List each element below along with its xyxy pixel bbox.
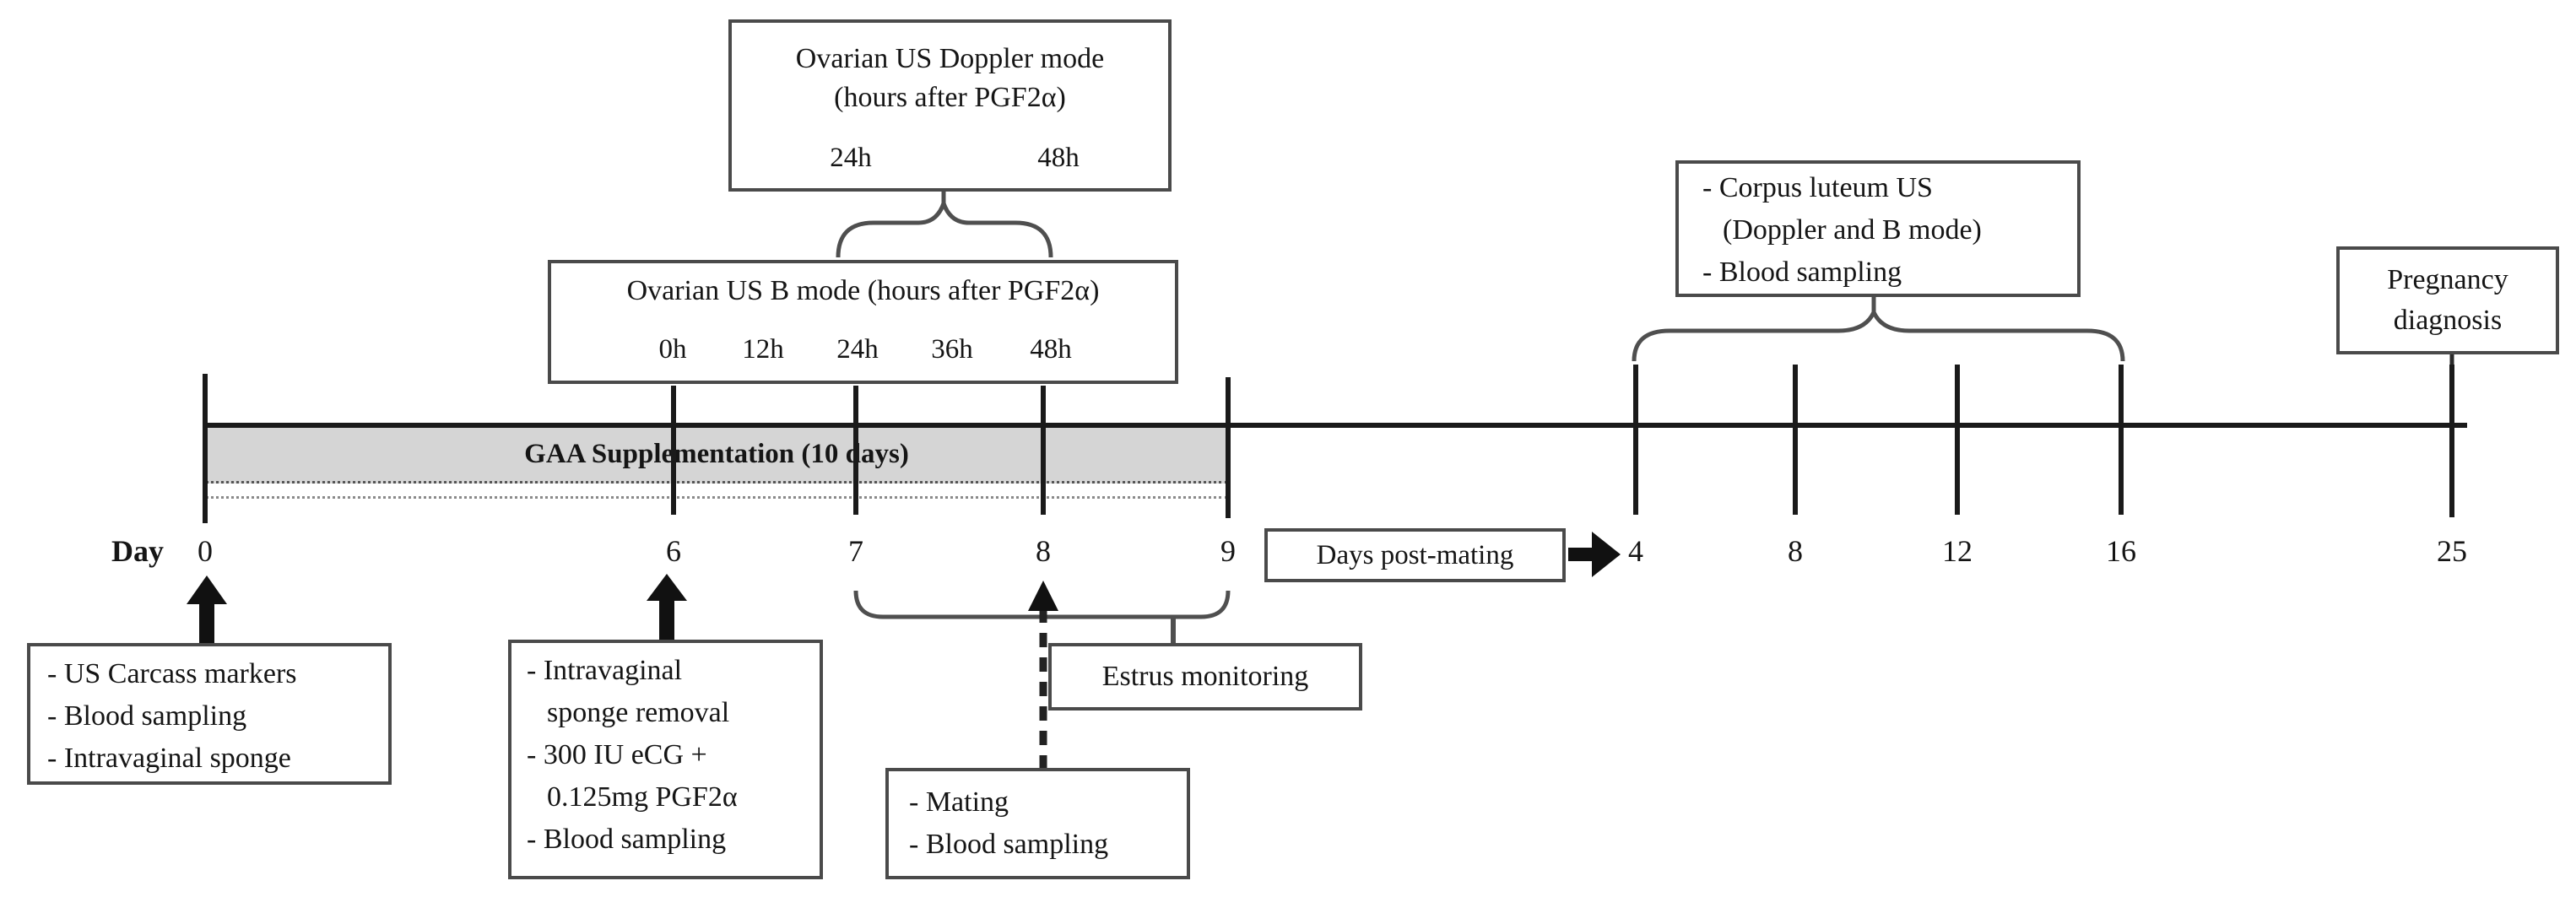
gaa-bar-dotted-shadow [205, 496, 1228, 499]
corpus-range-brace-icon [1632, 306, 2125, 362]
gaa-supplementation-bar: GAA Supplementation (10 days) [205, 428, 1228, 484]
tick-day-6 [671, 386, 676, 515]
bmode-hour-48h: 48h [1030, 334, 1072, 365]
day0-arrow-shaft [199, 601, 214, 643]
pregnancy-box-line: diagnosis [2393, 305, 2503, 336]
corpus-box-line: - Corpus luteum US [1702, 172, 1933, 203]
doppler-mode-box: Ovarian US Doppler mode (hours after PGF… [728, 19, 1172, 192]
doppler-box-title-line2: (hours after PGF2α) [834, 82, 1066, 113]
day6-annotation-box: - Intravaginal sponge removal - 300 IU e… [508, 640, 823, 879]
bmode-box-title: Ovarian US B mode (hours after PGF2α) [626, 275, 1100, 306]
bmode-hour-12h: 12h [742, 334, 784, 365]
day0-box-line: - Blood sampling [47, 700, 247, 732]
day6-box-line: - Blood sampling [527, 824, 727, 855]
day-label-6: 6 [666, 534, 681, 568]
day6-box-line: - Intravaginal [527, 655, 683, 686]
day-label-7: 7 [848, 534, 863, 568]
doppler-hour-24h: 24h [830, 143, 872, 173]
doppler-hours-brace-icon [836, 197, 1053, 258]
corpus-box-line: (Doppler and B mode) [1723, 214, 1982, 246]
bmode-hour-36h: 36h [931, 334, 973, 365]
days-post-mating-label: Days post-mating [1316, 539, 1514, 570]
tick-day-0 [203, 374, 208, 523]
pregnancy-diagnosis-box: Pregnancy diagnosis [2336, 246, 2559, 354]
bmode-box: Ovarian US B mode (hours after PGF2α) 0h… [548, 260, 1178, 384]
mating-up-arrow-icon [1028, 581, 1058, 611]
timeline-axis [205, 423, 2467, 428]
mating-annotation-box: - Mating - Blood sampling [885, 768, 1190, 879]
corpus-box-line: - Blood sampling [1702, 257, 1902, 288]
post-day-label-12: 12 [1942, 534, 1973, 568]
day-label-8: 8 [1036, 534, 1051, 568]
day-axis-word: Day [111, 534, 164, 568]
doppler-hour-48h: 48h [1037, 143, 1080, 173]
mating-box-line: - Mating [909, 786, 1009, 818]
tick-postday-16 [2119, 365, 2124, 515]
day6-up-arrow-icon [647, 574, 687, 601]
tick-day-9 [1226, 377, 1231, 518]
tick-postday-12 [1955, 365, 1960, 515]
day0-box-line: - US Carcass markers [47, 658, 297, 689]
bmode-hour-24h: 24h [836, 334, 879, 365]
day0-up-arrow-icon [187, 575, 227, 604]
estrus-monitoring-label: Estrus monitoring [1101, 661, 1309, 692]
post-day-label-8: 8 [1788, 534, 1803, 568]
tick-day-8 [1041, 386, 1046, 515]
day-label-9: 9 [1220, 534, 1236, 568]
tick-postday-4 [1633, 365, 1638, 515]
day6-arrow-shaft [659, 599, 674, 640]
post-mating-right-arrow-icon [1592, 532, 1621, 577]
gaa-bar-label: GAA Supplementation (10 days) [524, 439, 909, 469]
day-label-0: 0 [198, 534, 213, 568]
doppler-box-title-line1: Ovarian US Doppler mode [795, 43, 1105, 74]
post-mating-arrow-shaft [1568, 548, 1595, 561]
day6-box-line: sponge removal [547, 697, 730, 728]
post-day-label-16: 16 [2106, 534, 2136, 568]
day6-box-line: 0.125mg PGF2α [547, 781, 738, 813]
estrus-monitoring-box: Estrus monitoring [1048, 643, 1362, 711]
tick-day-25 [2449, 365, 2454, 517]
tick-day-7 [853, 386, 858, 515]
tick-postday-8 [1793, 365, 1798, 515]
day-label-25: 25 [2437, 534, 2467, 568]
bmode-hour-0h: 0h [658, 334, 687, 365]
day0-box-line: - Intravaginal sponge [47, 743, 291, 774]
mating-box-line: - Blood sampling [909, 829, 1109, 860]
day6-box-line: - 300 IU eCG + [527, 739, 707, 770]
days-post-mating-box: Days post-mating [1264, 528, 1566, 582]
corpus-luteum-box: - Corpus luteum US (Doppler and B mode) … [1675, 160, 2081, 297]
day0-annotation-box: - US Carcass markers - Blood sampling - … [27, 643, 392, 785]
pregnancy-box-line: Pregnancy [2387, 264, 2508, 295]
post-day-label-4: 4 [1628, 534, 1643, 568]
